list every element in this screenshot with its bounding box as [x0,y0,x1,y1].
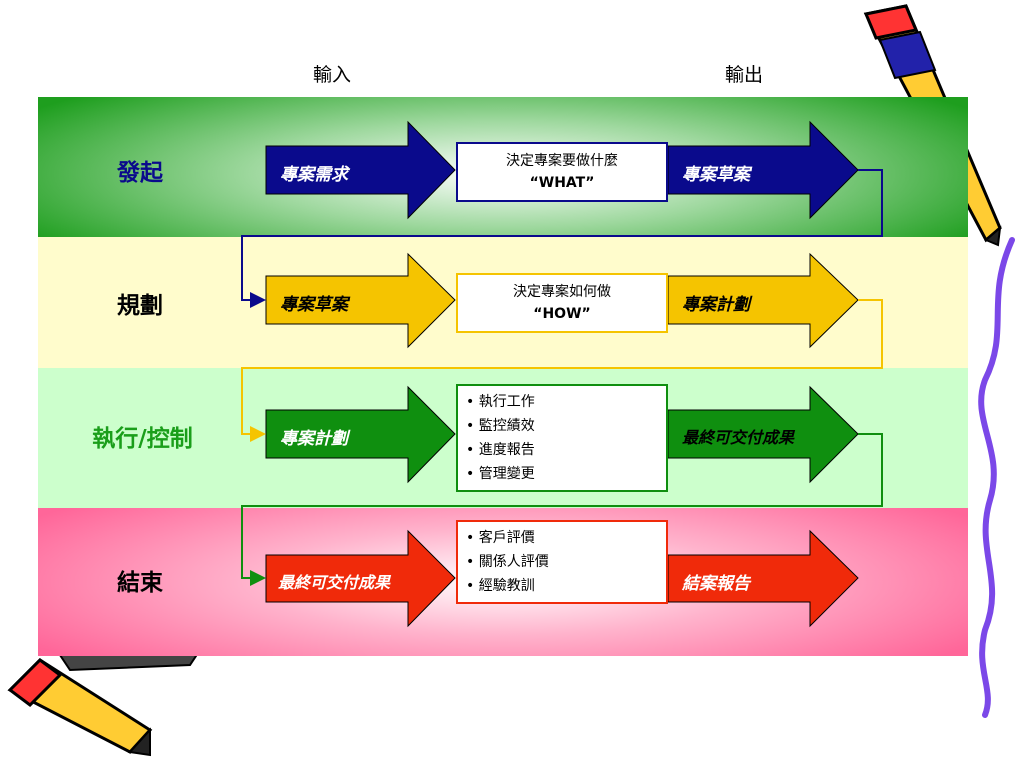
input-label-plan: 專案草案 [280,295,348,315]
phase-label-plan: 規劃 [117,293,163,319]
phase-label-execute: 執行/控制 [92,426,193,452]
output-arrow-plan [667,252,859,349]
process-box-plan: 決定專案如何做 “HOW” [456,273,668,333]
list-item: 監控績效 [466,414,666,438]
input-column-header: 輸入 [313,64,352,86]
process-box-initiate: 決定專案要做什麼 “WHAT” [456,142,668,202]
process-title-initiate: 決定專案要做什麼 [506,153,618,169]
process-sub-initiate: “WHAT” [529,175,595,191]
input-label-execute: 專案計劃 [280,429,348,449]
process-box-execute: 執行工作 監控績效 進度報告 管理變更 [456,384,668,492]
output-label-execute: 最終可交付成果 [682,428,795,447]
process-box-close: 客戶評價 關係人評價 經驗教訓 [456,520,668,604]
list-item: 管理變更 [466,462,666,486]
process-title-plan: 決定專案如何做 [513,284,611,300]
input-arrow-close [265,529,456,628]
output-label-initiate: 專案草案 [682,165,750,185]
list-item: 執行工作 [466,390,666,414]
list-item: 經驗教訓 [466,574,666,598]
output-arrow-initiate [667,120,859,220]
connector-initiate-to-plan [241,169,883,308]
input-arrow-initiate [265,120,456,220]
connector-plan-to-execute [241,299,883,442]
input-label-initiate: 專案需求 [280,165,348,185]
output-label-plan: 專案計劃 [682,295,750,315]
phase-label-initiate: 發起 [117,160,163,186]
process-list-execute: 執行工作 監控績效 進度報告 管理變更 [458,386,666,486]
list-item: 客戶評價 [466,526,666,550]
squiggle-decoration-icon [978,237,1015,718]
phase-label-close: 結束 [117,570,163,596]
process-list-close: 客戶評價 關係人評價 經驗教訓 [458,522,666,598]
output-arrow-close [667,529,859,628]
output-arrow-execute [667,385,859,484]
list-item: 關係人評價 [466,550,666,574]
input-arrow-plan [265,252,456,349]
input-label-close: 最終可交付成果 [278,573,391,592]
output-column-header: 輸出 [725,64,764,86]
process-sub-plan: “HOW” [533,306,591,322]
input-arrow-execute [265,385,456,484]
connector-execute-to-close [241,433,883,586]
list-item: 進度報告 [466,438,666,462]
output-label-close: 結案報告 [682,574,750,594]
